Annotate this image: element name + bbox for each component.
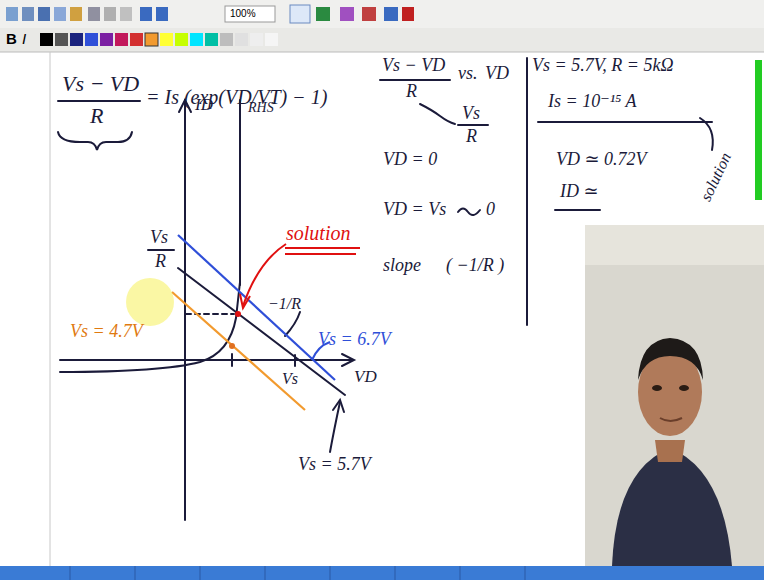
- slope-label: −1/R: [268, 295, 301, 313]
- note-condition: VD = Vs: [383, 200, 446, 220]
- toolbar-italic: I: [22, 31, 26, 48]
- note-variable: VD: [485, 64, 509, 84]
- task-bar: [0, 566, 764, 580]
- result-value: ID ≃: [560, 182, 599, 202]
- equation-denominator: R: [90, 104, 103, 128]
- note-value: 0: [486, 200, 495, 220]
- load-line-label: Vs = 5.7V: [298, 455, 371, 475]
- note-condition: VD = 0: [383, 150, 437, 170]
- result-note: solution: [697, 150, 735, 204]
- solution-point: [235, 311, 241, 317]
- solution-label: solution: [286, 222, 350, 244]
- page-edge: [0, 52, 764, 53]
- zoom-level: 100%: [230, 8, 256, 19]
- toolbar-bold: B: [6, 31, 17, 48]
- toolbar: [0, 0, 764, 28]
- load-line-label: Vs = 6.7V: [318, 330, 391, 350]
- given-values: Vs = 5.7V, R = 5kΩ: [532, 56, 673, 76]
- note-numerator: Vs: [462, 104, 480, 124]
- note-numerator: Vs − VD: [382, 56, 445, 76]
- intercept-label: Vs: [282, 370, 298, 388]
- video-overlay: [585, 225, 764, 566]
- equation-numerator: Vs − VD: [62, 72, 139, 96]
- pointer-highlight: [126, 278, 174, 326]
- note-denominator: R: [466, 127, 477, 147]
- axis-label: VD: [354, 368, 377, 387]
- note-value: ( −1/R ): [446, 256, 504, 276]
- intercept-label: Vs: [150, 228, 168, 248]
- load-line-low: [172, 292, 305, 410]
- low-point: [229, 343, 235, 349]
- task-bar-dividers: [70, 566, 525, 580]
- result-value: VD ≃ 0.72V: [556, 150, 647, 170]
- note-text: vs.: [458, 64, 478, 84]
- given-values: Is = 10⁻¹⁵ A: [548, 92, 636, 112]
- curve-label: RHS: [248, 100, 274, 115]
- format-bar: [0, 28, 764, 52]
- margin-line: [50, 52, 51, 566]
- equation-rhs: = Is (exp(VD/VT) − 1): [146, 86, 327, 108]
- color-palette: [40, 33, 278, 46]
- scroll-marker: [755, 60, 762, 200]
- load-line-high: [178, 235, 335, 380]
- intercept-label: R: [155, 252, 166, 272]
- axis-label: ID: [195, 96, 213, 115]
- load-line-label: Vs = 4.7V: [70, 322, 143, 342]
- note-denominator: R: [406, 82, 417, 102]
- note-text: slope: [383, 256, 421, 276]
- toolbar-icons: [6, 5, 414, 23]
